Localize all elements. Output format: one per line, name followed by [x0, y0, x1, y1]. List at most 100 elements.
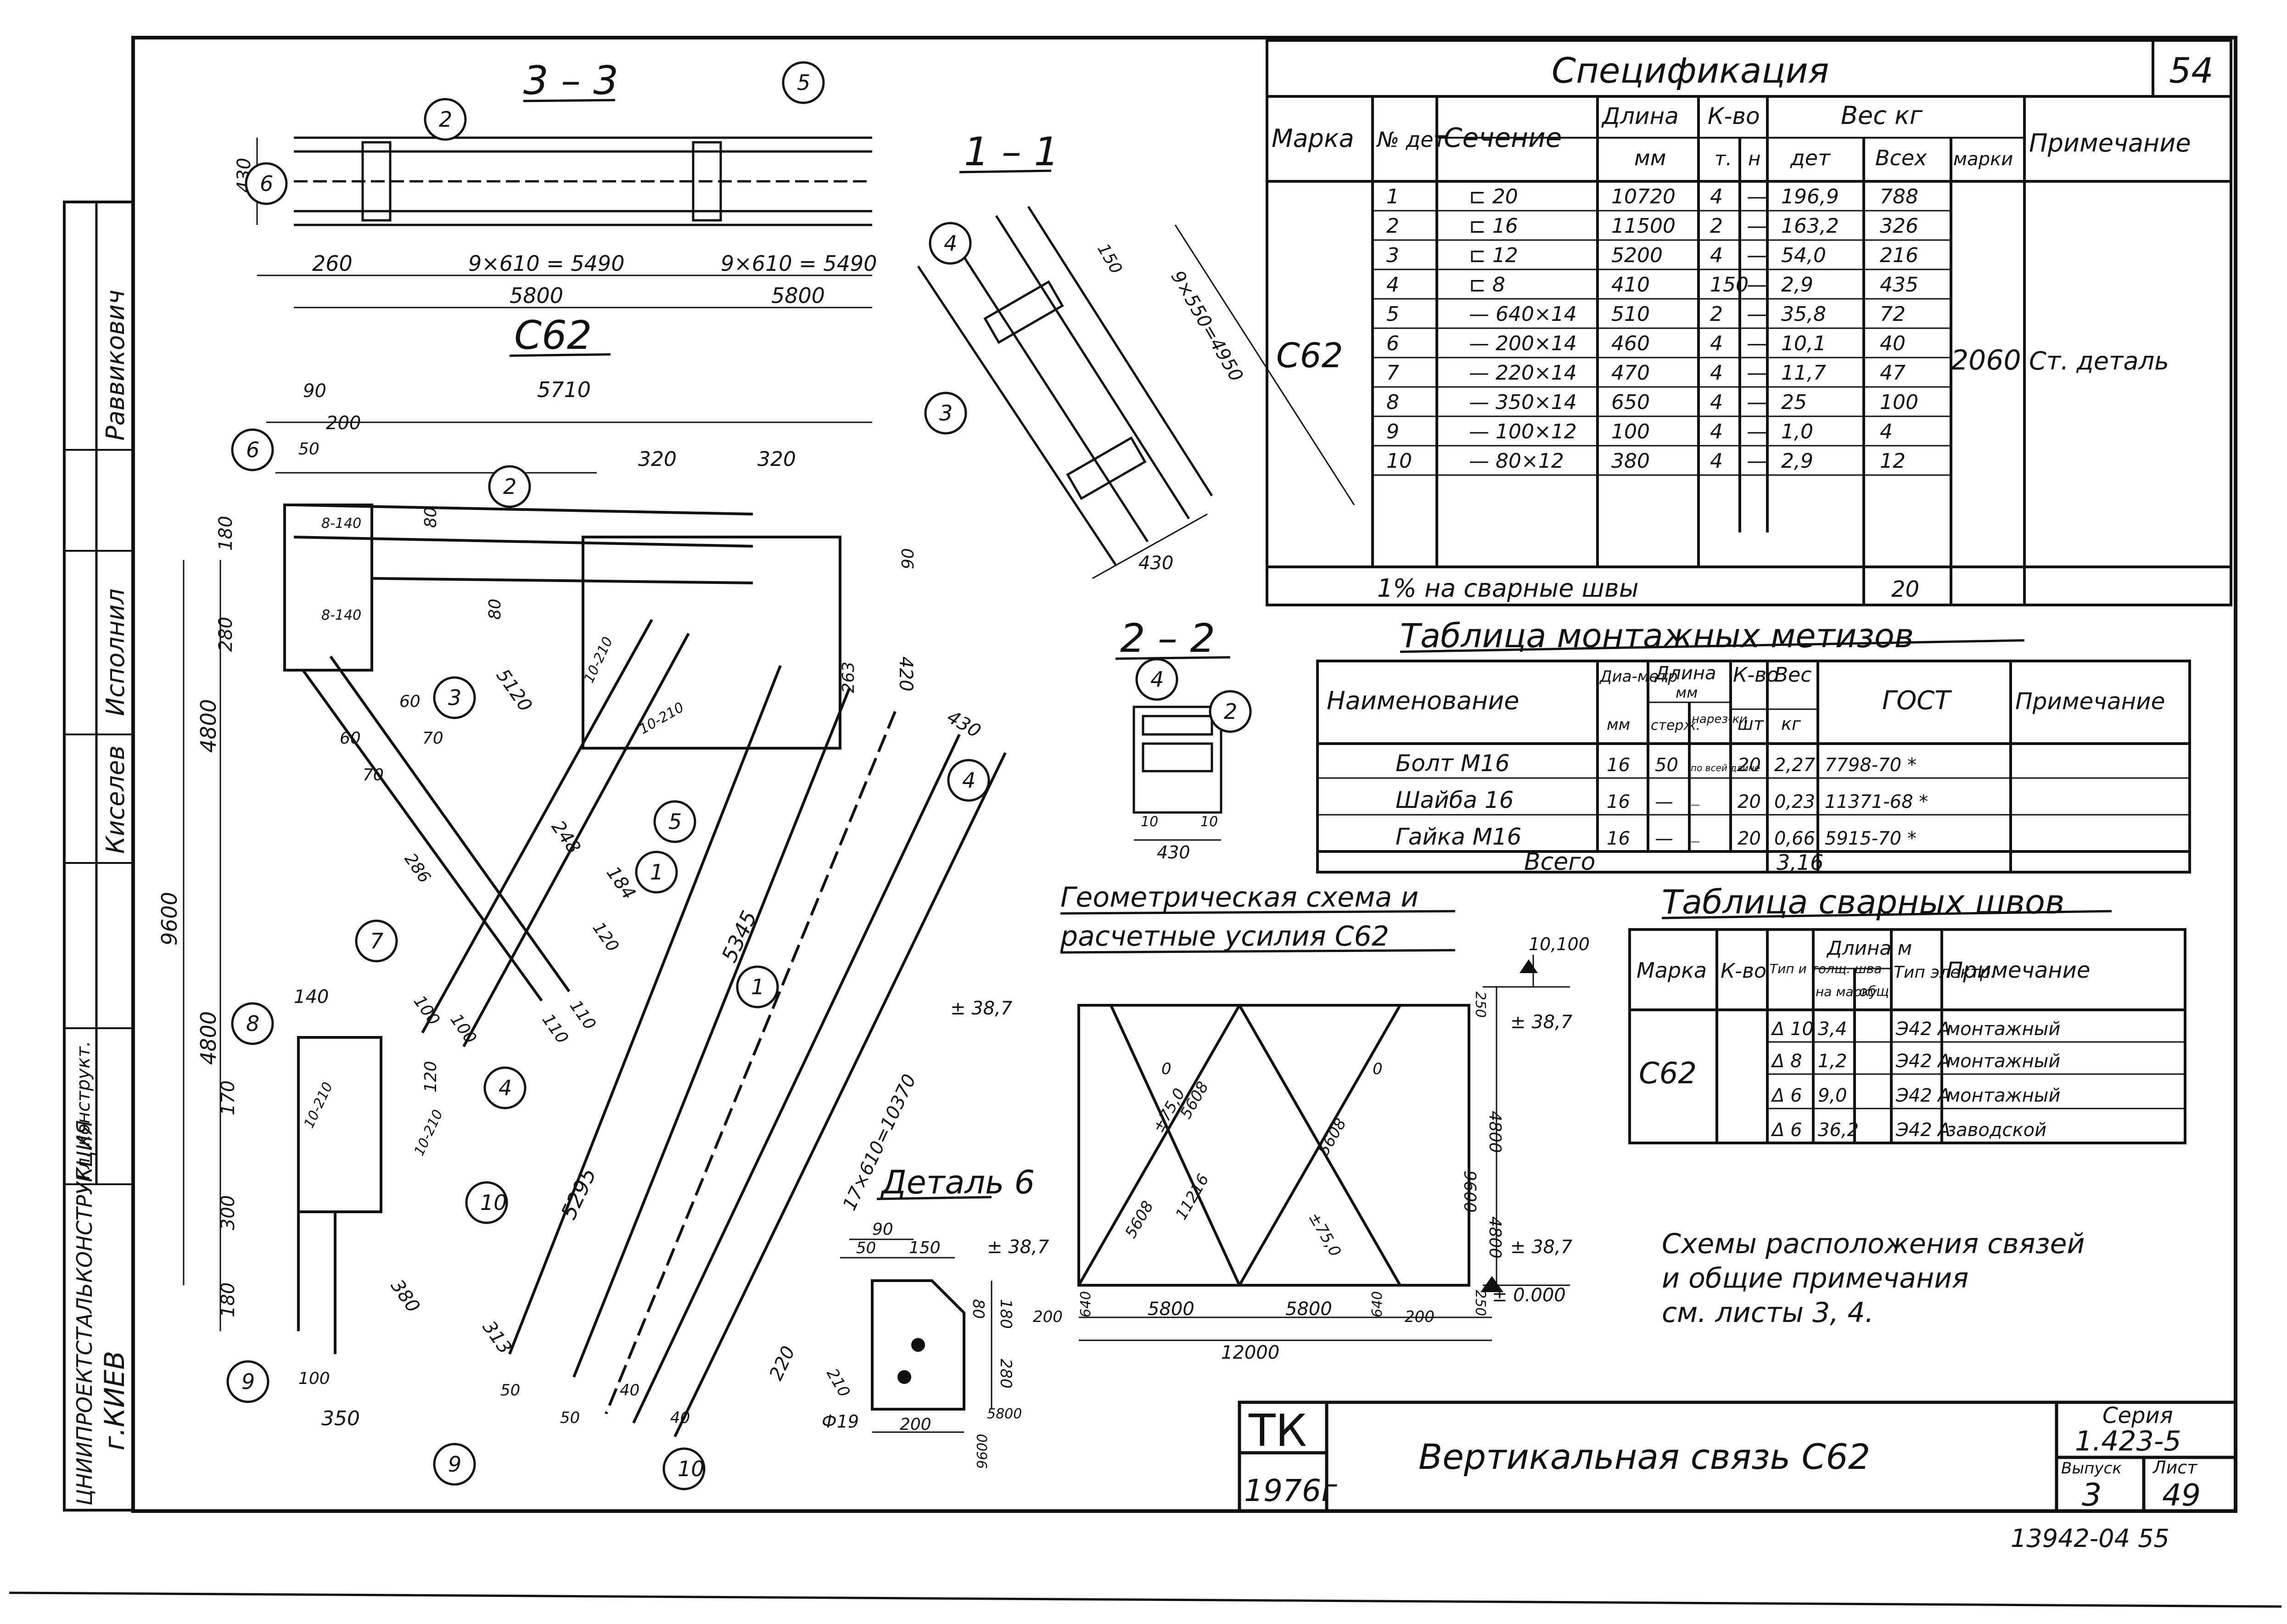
- mount-cell-weight: 0,66: [1774, 828, 1815, 849]
- geom-d-5800b: 5800: [1285, 1299, 1332, 1320]
- title-block: ТК 1976г Вертикальная связь С62 Серия 1.…: [1238, 1400, 2237, 1513]
- side-stamp-name-3: Исполнил: [101, 588, 130, 716]
- mount-cell-thread: —: [1691, 836, 1700, 847]
- geom-top-elev: 10,100: [1529, 934, 1590, 954]
- weld-cell-len: 36,2: [1818, 1120, 1859, 1141]
- callout-number: 7: [370, 929, 383, 953]
- spec-cell-length: 410: [1611, 273, 1650, 297]
- spec-cell-det: 11,7: [1781, 361, 1826, 385]
- weld-h-length-all: общ.: [1859, 984, 1894, 1000]
- geom-elev-387a: ± 38,7: [1510, 1012, 1573, 1033]
- d-5800b: 5800: [771, 283, 825, 308]
- spec-cell-det: 196,9: [1781, 185, 1839, 208]
- sheet-value: 49: [2162, 1478, 2201, 1513]
- d-263: 263: [839, 661, 858, 693]
- weld-h-qty: К-во: [1721, 959, 1766, 983]
- spec-cell-det: 54,0: [1781, 244, 1826, 267]
- spec-cell-t: 2: [1710, 214, 1723, 238]
- mount-cell-diam: 16: [1607, 755, 1630, 776]
- d-80a: 80: [421, 507, 440, 528]
- callout-number: 9: [241, 1369, 255, 1394]
- sheet-label: Лист: [2152, 1457, 2198, 1478]
- spec-cell-length: 100: [1611, 420, 1650, 443]
- geom-d-4800b: 4800: [1485, 1216, 1504, 1259]
- spec-h-section: Сечение: [1444, 122, 1562, 153]
- callout-number: 2: [439, 107, 452, 132]
- callout-number: 9: [448, 1452, 461, 1477]
- spec-h-note: Примечание: [2029, 129, 2191, 157]
- spec-cell-all: 72: [1880, 302, 1906, 326]
- callout-number: 10: [480, 1190, 507, 1215]
- d-90: 90: [303, 381, 326, 402]
- mount-cell-name: Гайка М16: [1396, 823, 1522, 850]
- weld-cell-type: Δ 6: [1771, 1085, 1802, 1106]
- issue-label: Выпуск: [2061, 1459, 2122, 1478]
- spec-cell-length: 5200: [1611, 244, 1663, 267]
- callout-7: 4: [929, 222, 972, 265]
- mount-cell-rod: 50: [1655, 755, 1678, 776]
- d-280: 280: [215, 617, 236, 652]
- weld-cell-el: Э42 А: [1895, 1085, 1951, 1106]
- mount-total-value: 3,16: [1777, 850, 1823, 875]
- mount-cell-qty: 20: [1738, 828, 1761, 849]
- series-value: 1.423-5: [2075, 1425, 2181, 1457]
- spec-cell-t: 4: [1710, 332, 1723, 355]
- spec-cell-all: 12: [1880, 449, 1906, 473]
- callout-number: 2: [503, 474, 516, 499]
- spec-h-no: № дет: [1376, 127, 1446, 152]
- d-90b: 90: [899, 548, 918, 569]
- d-50b: 50: [856, 1239, 876, 1257]
- spec-mark: С62: [1276, 336, 1343, 375]
- spec-h-weight-all: Всех: [1875, 146, 1927, 170]
- mount-cell-diam: 16: [1607, 791, 1630, 812]
- callout-number: 8: [246, 1011, 259, 1036]
- side-stamp-name-4: Киселев: [101, 745, 130, 854]
- d-60a: 60: [399, 692, 420, 711]
- spec-cell-all: 326: [1880, 214, 1918, 238]
- weld-cell-len: 1,2: [1818, 1051, 1847, 1072]
- d-387b: ± 38,7: [987, 1237, 1049, 1258]
- d-40b: 40: [670, 1409, 690, 1427]
- d-430c: 430: [1157, 842, 1190, 862]
- note-line-2: и общие примечания: [1662, 1262, 1968, 1294]
- side-stamp-org: ЦНИИПРОЕКТСТАЛЬКОНСТРУКЦИЯ: [72, 1120, 97, 1506]
- callout-number: 3: [448, 685, 461, 710]
- callout-1: 1: [736, 965, 779, 1008]
- general-notes: Схемы расположения связей и общие примеч…: [1662, 1228, 2085, 1329]
- weld-cell-type: Δ 6: [1771, 1120, 1802, 1141]
- spec-cell-length: 470: [1611, 361, 1650, 385]
- geom-d-250b: 250: [1472, 1290, 1488, 1316]
- section-22-label: 2 – 2: [1120, 616, 1215, 661]
- d-9x610a: 9×610 = 5490: [468, 251, 624, 276]
- spec-cell-section: ⊏ 12: [1469, 244, 1518, 267]
- geom-d-5800a: 5800: [1148, 1299, 1194, 1320]
- spec-cell-t: 4: [1710, 361, 1723, 385]
- spec-cell-no: 8: [1386, 391, 1399, 414]
- weld-cell-len: 9,0: [1818, 1085, 1847, 1106]
- geom-zero: ± 0.000: [1492, 1285, 1566, 1306]
- spec-cell-no: 10: [1386, 449, 1412, 473]
- d-40a: 40: [620, 1381, 639, 1400]
- detail6-label: Деталь 6: [880, 1164, 1035, 1201]
- d-280b: 280: [997, 1359, 1015, 1389]
- d-5710: 5710: [537, 377, 591, 402]
- callout-number: 5: [797, 70, 810, 95]
- spec-cell-n: —: [1747, 302, 1767, 326]
- callout-19: 9: [433, 1443, 476, 1486]
- series-label: Серия: [2102, 1403, 2173, 1428]
- spec-cell-no: 7: [1386, 361, 1399, 385]
- mount-h-thread: нарез-ки: [1692, 712, 1747, 726]
- d-80b: 80: [486, 599, 504, 620]
- spec-cell-n: —: [1747, 420, 1767, 443]
- spec-cell-no: 3: [1386, 244, 1399, 267]
- geom-d-250a: 250: [1472, 991, 1488, 1018]
- mount-h-weight-unit: кг: [1781, 714, 1801, 734]
- callout-number: 6: [260, 171, 273, 196]
- geom-d-640b: 640: [1369, 1291, 1385, 1317]
- weld-cell-type: Δ 8: [1771, 1051, 1802, 1072]
- title-name: Вертикальная связь С62: [1418, 1436, 1870, 1477]
- inventory-number: 13942-04 55: [2011, 1524, 2169, 1553]
- callout-10: 4: [1135, 658, 1178, 701]
- d-170: 170: [218, 1081, 239, 1115]
